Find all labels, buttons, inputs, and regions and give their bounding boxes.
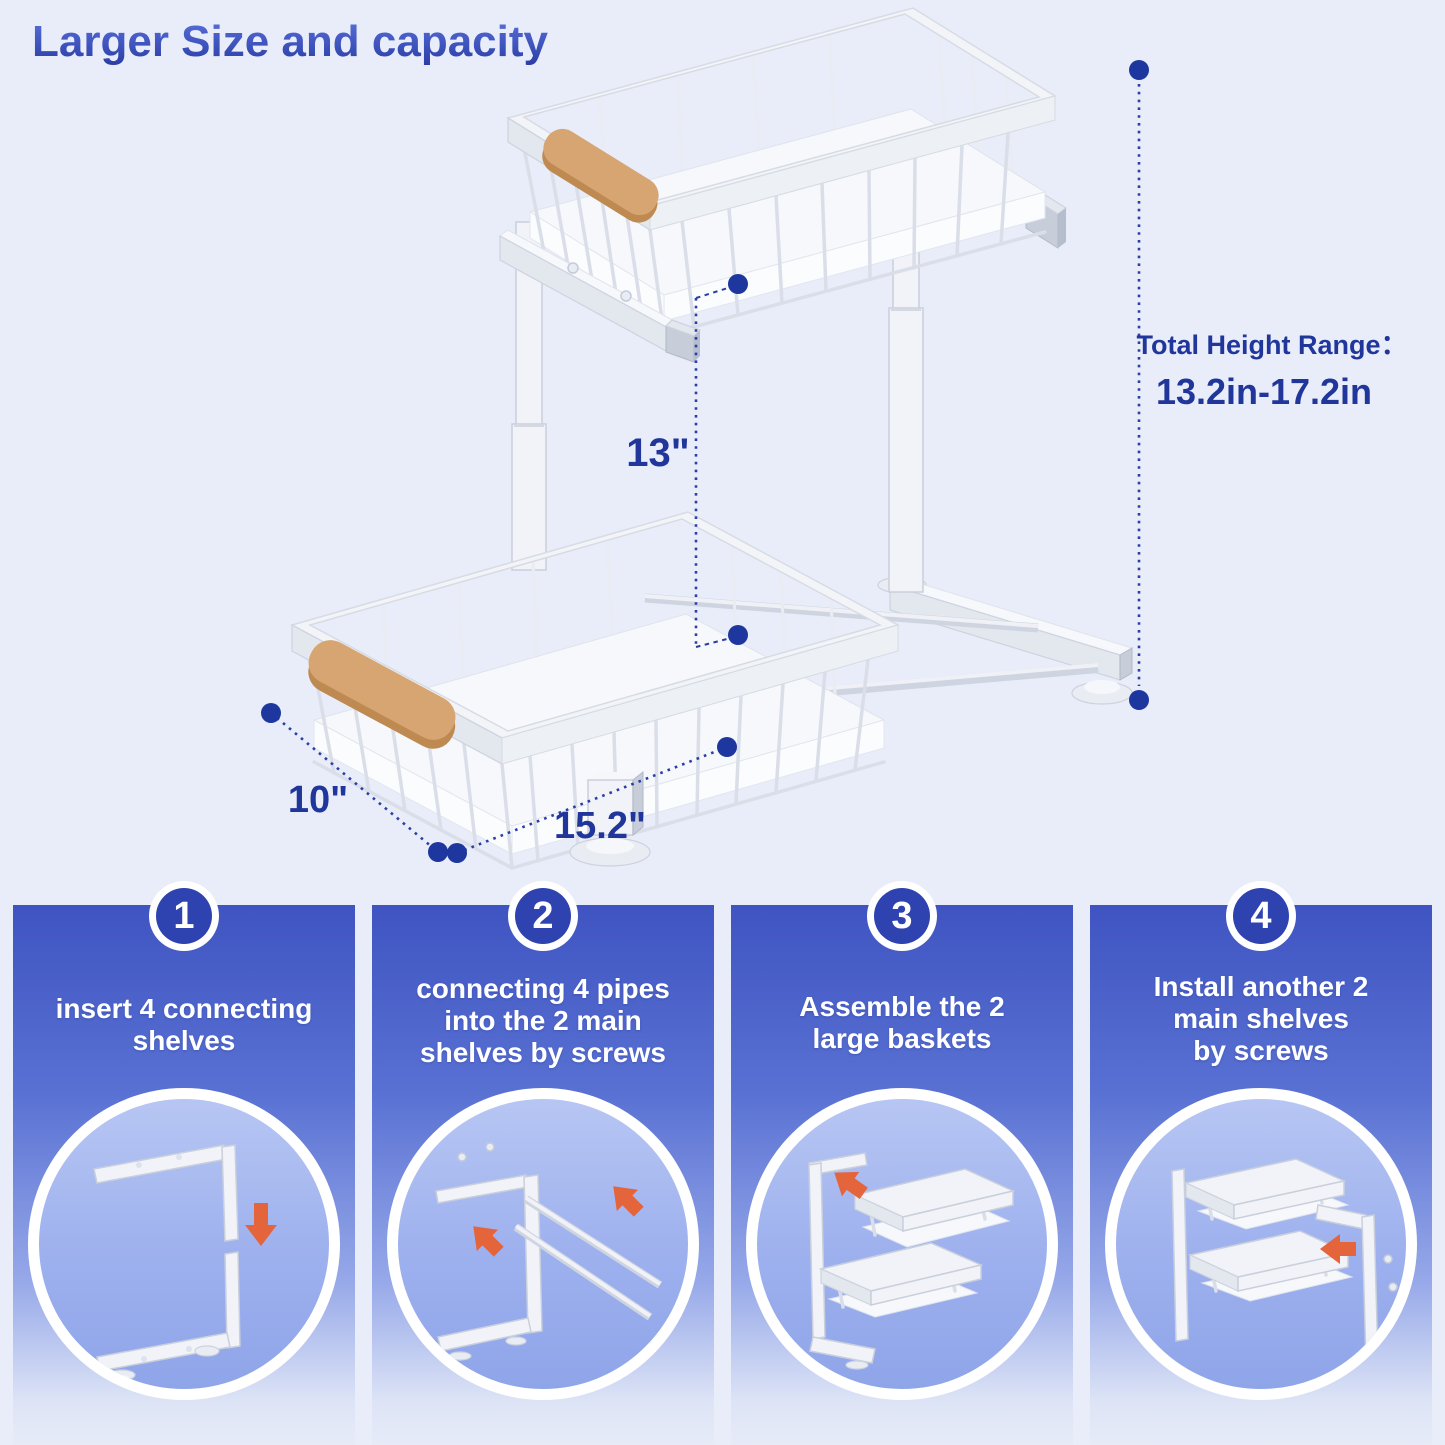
dim-13-label: 13" [626,431,689,475]
up-left-arrow-icon [834,1171,868,1200]
step-number: 4 [1250,894,1272,937]
basket-upper [852,1168,1016,1248]
screw-icon [620,290,632,302]
screw-icon [1384,1322,1394,1332]
slide-block [569,770,651,867]
step3-illustration [746,1088,1058,1400]
dimension-tier-gap: 13" [626,274,748,648]
side-bracket-install [1315,1204,1383,1374]
screw-icon [457,1152,467,1162]
step-caption: insert 4 connecting shelves [55,993,313,1056]
step-number: 2 [532,894,554,937]
screw-icon [567,262,579,274]
step-number-badge: 1 [149,881,219,951]
dimension-depth: 15.2" [447,737,737,863]
step-number: 1 [173,894,195,937]
up-left-arrow-icon [613,1186,644,1217]
step-caption: Assemble the 2 large baskets [799,991,1005,1054]
side-bracket [808,1152,876,1370]
step-panel-1: 1 insert 4 connecting shelves [13,881,355,1445]
screw-icon [1388,1282,1398,1292]
page-title: Larger Size and capacity [32,17,549,66]
wood-handle-upper [542,128,659,223]
down-arrow-icon [245,1203,277,1246]
step-number-badge: 2 [508,881,578,951]
dim-10-label: 10" [288,779,348,821]
left-arrow-icon [1320,1234,1356,1264]
total-height-value: 13.2in-17.2in [1156,371,1372,412]
step1-illustration [28,1088,340,1400]
step-number-badge: 4 [1226,881,1296,951]
step-caption: Install another 2 main shelves by screws [1153,971,1369,1066]
up-left-arrow-icon [473,1226,504,1257]
connecting-pipes [513,1195,663,1321]
page-title-text: Larger Size and capacity [32,17,549,66]
product-illustration: 13" Total Height Range： 13.2in-17.2in 10… [261,7,1408,870]
upper-mount-bar [499,229,702,363]
wood-handle-lower [308,640,456,749]
total-height-label: Total Height Range： [1136,330,1407,360]
step2-illustration [387,1088,699,1400]
dim-15-label: 15.2" [554,805,646,847]
step-caption: connecting 4 pipes into the 2 main shelv… [416,973,670,1068]
dimension-total-height: Total Height Range： 13.2in-17.2in [1129,60,1408,710]
screw-icon [1383,1254,1393,1264]
basket-lower [818,1242,984,1318]
assembled-unit [1171,1158,1354,1342]
screw-icon [485,1142,495,1152]
step-number: 3 [891,894,913,937]
dimension-width: 10" [261,703,448,862]
step-number-badge: 3 [867,881,937,951]
step-panel-3: 3 Assemble the 2 large baskets [731,881,1073,1445]
main-shelf-frame [435,1174,543,1361]
step-panel-4: 4 Install another 2 main shelves by scre… [1090,881,1432,1445]
c-bracket [93,1144,241,1381]
step-panel-2: 2 connecting 4 pipes into the 2 main she… [372,881,714,1445]
step4-illustration [1105,1088,1417,1400]
